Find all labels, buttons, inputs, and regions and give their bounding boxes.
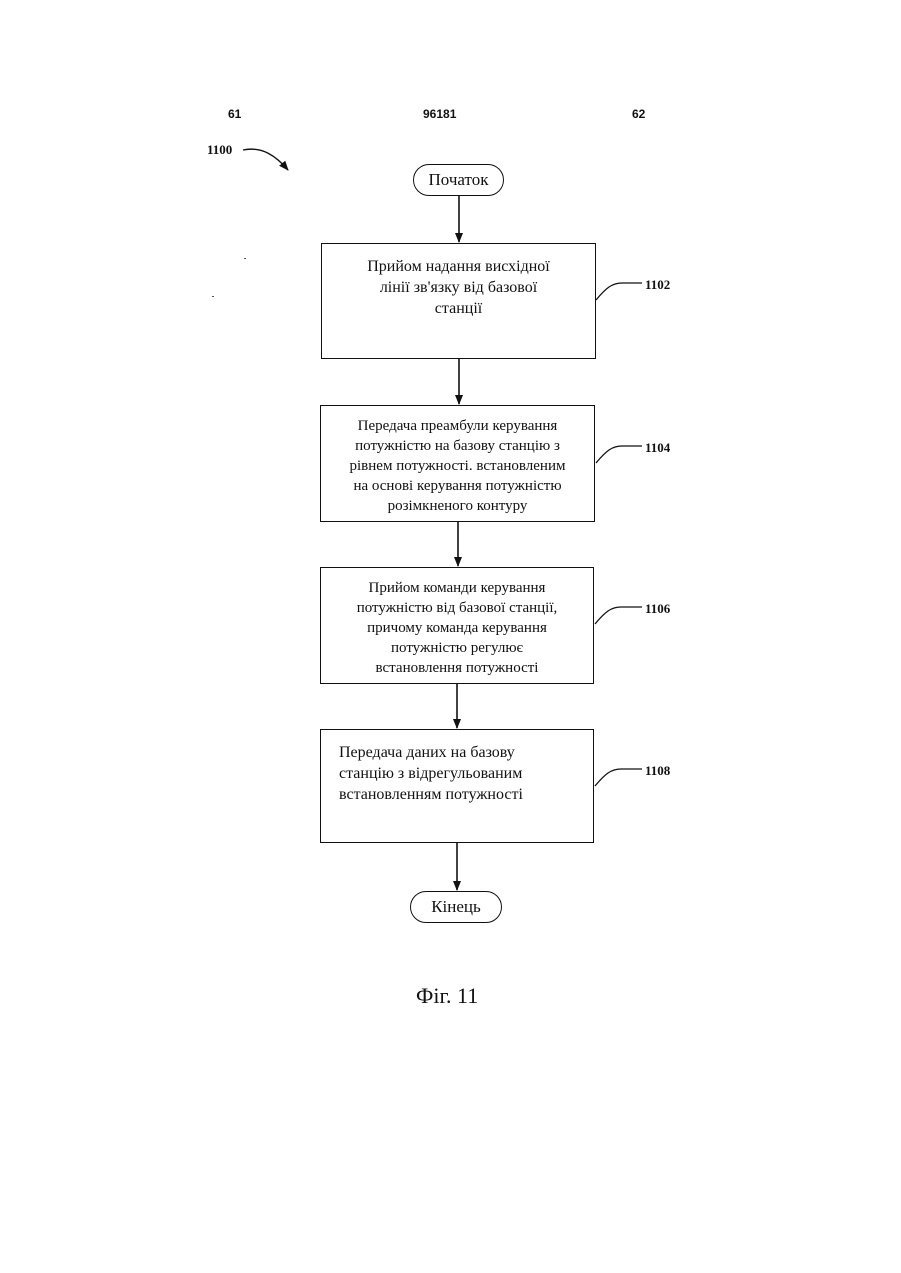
step-1104-line: потужністю на базову станцію з: [350, 436, 566, 456]
step-1108-line: Передача даних на базову: [339, 742, 523, 763]
figure-caption: Фіг. 11: [416, 983, 478, 1009]
step-ref-1104: 1104: [645, 440, 670, 456]
leader-1106: [595, 607, 642, 624]
step-1106-line: потужністю регулює: [357, 638, 558, 658]
step-1104-line: рівнем потужності. встановленим: [350, 456, 566, 476]
leader-1102: [596, 283, 642, 300]
step-box-1106: Прийом команди керування потужністю від …: [320, 567, 594, 684]
step-1102-line: станції: [367, 298, 550, 319]
step-1104-line: Передача преамбули керування: [350, 416, 566, 436]
step-box-1102: Прийом надання висхідної лінії зв'язку в…: [321, 243, 596, 359]
figure-ref-leader: [243, 149, 288, 170]
step-1106-line: причому команда керування: [357, 618, 558, 638]
leader-1108: [595, 769, 642, 786]
step-ref-1106: 1106: [645, 601, 670, 617]
start-label: Початок: [429, 170, 489, 190]
step-box-1104: Передача преамбули керування потужністю …: [320, 405, 595, 522]
end-label: Кінець: [431, 897, 481, 917]
step-1106-line: потужністю від базової станції,: [357, 598, 558, 618]
step-box-1108: Передача даних на базову станцію з відре…: [320, 729, 594, 843]
leader-1104: [596, 446, 642, 463]
scan-speck: [244, 258, 246, 259]
end-terminal: Кінець: [410, 891, 502, 923]
scan-speck: [212, 296, 214, 297]
step-1104-line: розімкненого контуру: [350, 496, 566, 516]
step-1108-line: встановленням потужності: [339, 784, 523, 805]
step-1108-line: станцію з відрегульованим: [339, 763, 523, 784]
step-1106-line: Прийом команди керування: [357, 578, 558, 598]
step-ref-1102: 1102: [645, 277, 670, 293]
start-terminal: Початок: [413, 164, 504, 196]
step-1102-line: лінії зв'язку від базової: [367, 277, 550, 298]
step-1106-line: встановлення потужності: [357, 658, 558, 678]
step-ref-1108: 1108: [645, 763, 670, 779]
step-1104-line: на основі керування потужністю: [350, 476, 566, 496]
step-1102-line: Прийом надання висхідної: [367, 256, 550, 277]
